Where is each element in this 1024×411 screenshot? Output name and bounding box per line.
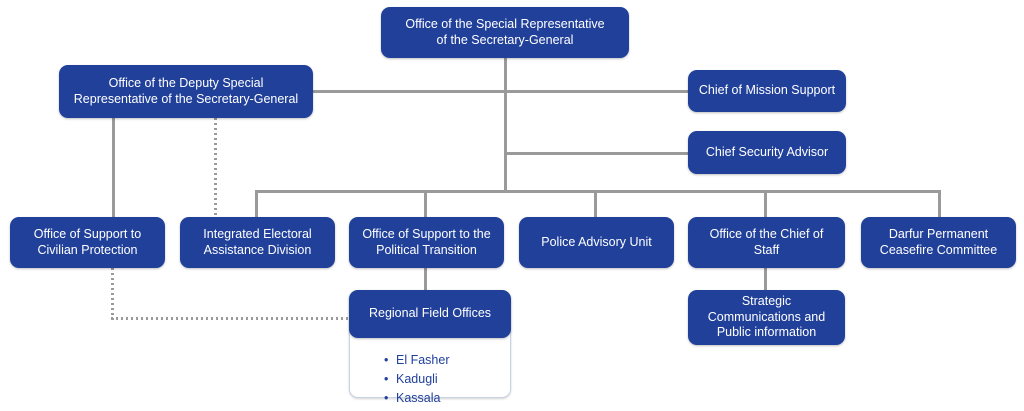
connector-civilian-protection-dotted-right (111, 317, 353, 320)
node-office-support-political-transition[interactable]: Office of Support to the Political Trans… (349, 217, 504, 268)
node-office-deputy-special-representative[interactable]: Office of the Deputy Special Representat… (59, 65, 313, 118)
connector-bus-drop-electoral (255, 190, 258, 218)
connector-dsrsg-to-electoral-dotted (214, 118, 217, 218)
node-label: Police Advisory Unit (541, 234, 652, 249)
connector-level1-horizontal (312, 90, 688, 93)
node-chief-security-advisor[interactable]: Chief Security Advisor (688, 131, 846, 174)
connector-civilian-protection-dotted-down (111, 268, 114, 320)
node-label: Office of the Chief of Staff (709, 227, 824, 257)
regional-field-offices-list: El Fasher Kadugli Kassala (350, 339, 510, 408)
regional-field-offices-header: Regional Field Offices (349, 290, 511, 338)
node-office-support-civilian-protection[interactable]: Office of Support to Civilian Protection (10, 217, 165, 268)
node-label: Office of Support to Civilian Protection (33, 227, 142, 257)
node-label: Regional Field Offices (368, 306, 492, 321)
connector-chief-security-advisor (504, 152, 688, 155)
node-darfur-permanent-ceasefire-committee[interactable]: Darfur Permanent Ceasefire Committee (861, 217, 1016, 268)
connector-srsg-trunk (504, 58, 507, 192)
connector-chief-of-staff-to-strategic-comms (764, 268, 767, 290)
list-item: Kadugli (384, 370, 510, 389)
list-item: Kassala (384, 389, 510, 408)
list-item: El Fasher (384, 351, 510, 370)
node-integrated-electoral-assistance-division[interactable]: Integrated Electoral Assistance Division (180, 217, 335, 268)
connector-dsrsg-to-civilian-protection (112, 118, 115, 218)
connector-bus-drop-police-advisory (594, 190, 597, 218)
node-label: Chief of Mission Support (698, 83, 836, 98)
node-label: Darfur Permanent Ceasefire Committee (879, 227, 998, 257)
connector-bus-drop-political-transition (424, 190, 427, 218)
node-label: Chief Security Advisor (705, 144, 829, 159)
connector-bus-drop-darfur-committee (938, 190, 941, 218)
node-office-special-representative[interactable]: Office of the Special Representative of … (381, 7, 629, 58)
node-regional-field-offices[interactable]: Regional Field Offices El Fasher Kadugli… (349, 290, 511, 408)
node-label: Office of Support to the Political Trans… (362, 227, 491, 257)
connector-political-transition-to-regional-offices (424, 268, 427, 290)
node-police-advisory-unit[interactable]: Police Advisory Unit (519, 217, 674, 268)
node-chief-of-mission-support[interactable]: Chief of Mission Support (688, 70, 846, 112)
node-label: Integrated Electoral Assistance Division (203, 227, 312, 257)
node-office-chief-of-staff[interactable]: Office of the Chief of Staff (688, 217, 845, 268)
node-label: Office of the Special Representative of … (405, 17, 605, 47)
connector-level2-bus (255, 190, 941, 193)
node-label: Strategic Communications and Public info… (707, 294, 826, 340)
node-strategic-communications-public-information[interactable]: Strategic Communications and Public info… (688, 290, 845, 345)
connector-bus-drop-chief-of-staff (764, 190, 767, 218)
node-label: Office of the Deputy Special Representat… (73, 76, 299, 106)
